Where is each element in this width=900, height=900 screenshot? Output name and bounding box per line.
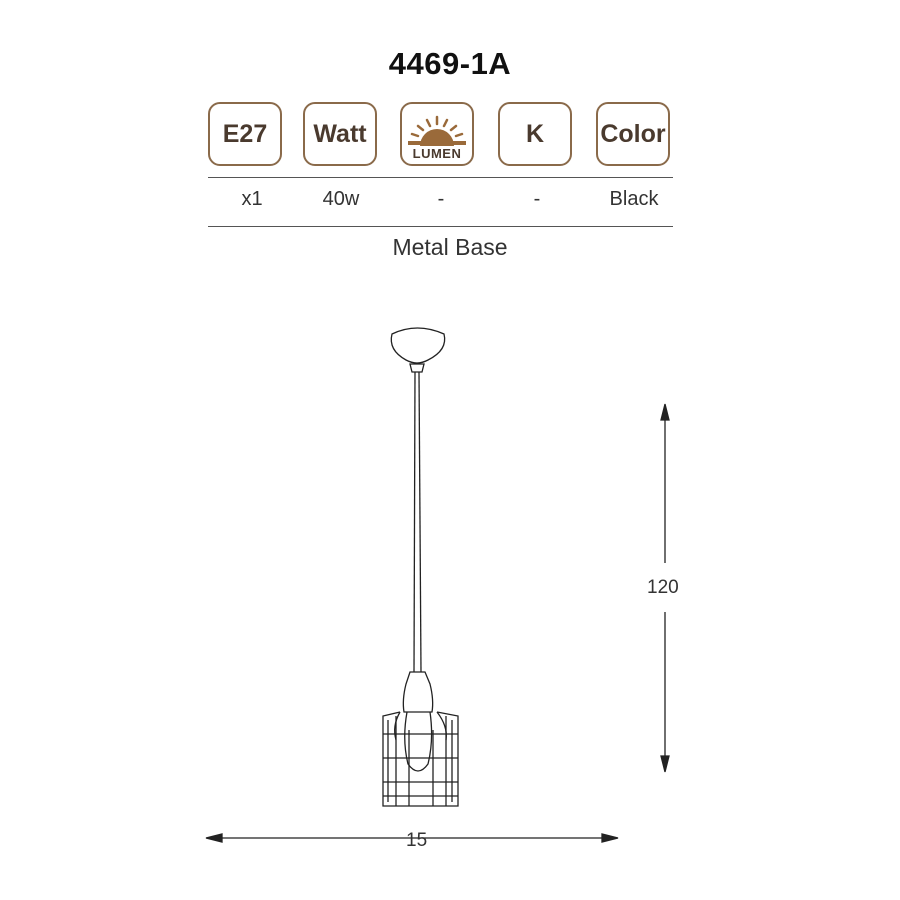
width-dimension-arrow	[205, 833, 619, 843]
wattage-value: 40w	[322, 188, 360, 210]
height-dimension-arrow	[660, 403, 670, 773]
lumen-icon: LUMEN	[400, 102, 474, 166]
wattage-label: Watt	[313, 119, 367, 148]
kelvin-label: K	[525, 119, 545, 148]
product-code: 4469-1A	[388, 46, 512, 81]
cord	[413, 371, 416, 673]
color-value: Black	[609, 188, 659, 210]
color-icon: Color	[596, 102, 670, 166]
kelvin-icon: K	[498, 102, 572, 166]
kelvin-value: -	[533, 188, 541, 210]
material-label: Metal Base	[392, 234, 508, 260]
wattage-icon: Watt	[303, 102, 377, 166]
bulb	[404, 711, 433, 772]
wire-cage	[382, 711, 459, 807]
width-value: 15	[406, 830, 428, 851]
height-value: 120	[647, 577, 679, 598]
socket-value: x1	[241, 188, 263, 210]
spec-divider-top	[208, 177, 673, 178]
sun-icon	[408, 115, 466, 146]
lumen-value: -	[437, 188, 445, 210]
spec-divider-bottom	[208, 226, 673, 227]
ceiling-canopy	[390, 327, 446, 364]
socket-type-icon: E27	[208, 102, 282, 166]
socket-type-label: E27	[222, 119, 268, 148]
lumen-label: LUMEN	[412, 146, 462, 161]
lamp-holder	[402, 671, 434, 713]
color-label: Color	[600, 119, 666, 148]
